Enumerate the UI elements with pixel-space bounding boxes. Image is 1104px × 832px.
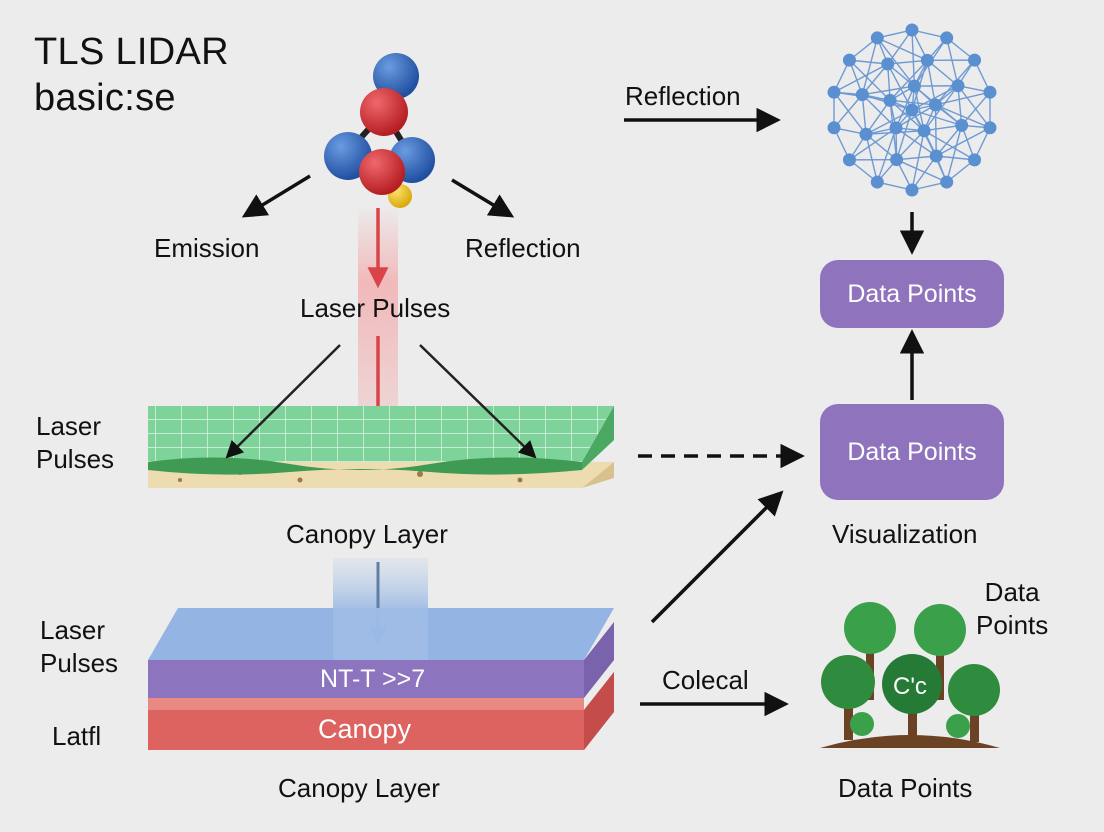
- title-line-2: basic:se: [34, 76, 176, 119]
- network-node: [905, 183, 919, 197]
- trees-icon: [820, 602, 1000, 748]
- network-edge: [889, 59, 928, 101]
- network-edge: [861, 63, 889, 96]
- network-node: [968, 53, 982, 67]
- reflection-label-top: Reflection: [625, 81, 741, 111]
- network-node: [955, 118, 969, 132]
- network-edge: [935, 124, 963, 157]
- blue-glow: [333, 558, 428, 610]
- network-node: [883, 93, 897, 107]
- network-node: [859, 127, 873, 141]
- network-edge: [957, 85, 963, 126]
- network-node: [890, 153, 904, 167]
- network-edge: [848, 59, 891, 101]
- network-node: [905, 23, 919, 37]
- canopy-layer-label-1: Canopy Layer: [286, 519, 448, 549]
- tree-label: C'c: [893, 673, 927, 700]
- diagram-title: TLS LIDAR basic:se: [34, 30, 229, 121]
- network-edge: [946, 125, 963, 183]
- network-node: [842, 53, 856, 67]
- layer-bottom-text: Canopy: [318, 714, 412, 744]
- network-edge: [865, 99, 891, 135]
- network-node: [827, 121, 841, 135]
- network-edge: [923, 130, 975, 161]
- network-edge: [833, 63, 889, 93]
- network-node: [842, 153, 856, 167]
- point-cloud-network-icon: [827, 23, 997, 197]
- network-edge: [861, 37, 878, 95]
- trees-data-points-label-top: Data Points: [976, 577, 1049, 640]
- network-edge: [865, 133, 898, 161]
- network-node: [870, 175, 884, 189]
- colecal-label: Colecal: [662, 665, 749, 695]
- network-edge: [911, 155, 937, 191]
- network-node: [827, 85, 841, 99]
- reflection-label-left: Reflection: [465, 233, 581, 263]
- network-node: [968, 153, 982, 167]
- network-edge: [957, 85, 991, 129]
- emission-label: Emission: [154, 233, 260, 263]
- network-node: [855, 88, 869, 102]
- network-node: [920, 53, 934, 67]
- network-node: [905, 103, 919, 117]
- network-node: [929, 149, 943, 163]
- molecule-icon: [324, 53, 435, 208]
- network-edge: [833, 91, 867, 135]
- network-edge: [926, 59, 959, 87]
- network-edge: [862, 85, 915, 96]
- network-edge: [876, 127, 897, 183]
- network-node: [917, 124, 931, 138]
- laser-pulses-side-label-2: Laser Pulses: [40, 615, 119, 678]
- network-edge: [889, 99, 936, 106]
- layer-top-text: NT-T >>7: [320, 665, 426, 693]
- network-node: [928, 98, 942, 112]
- network-node: [983, 121, 997, 135]
- network-edge: [896, 155, 937, 161]
- network-node: [881, 57, 895, 71]
- laser-pulses-label: Laser Pulses: [300, 293, 451, 323]
- canopy-slab: [148, 406, 614, 488]
- pulse-arrow-left: [225, 344, 341, 459]
- latfl-label: Latfl: [52, 721, 102, 751]
- network-edge: [861, 94, 867, 135]
- data-points-pill-middle: Data Points: [820, 404, 1004, 500]
- network-edge: [865, 109, 913, 135]
- network-edge: [911, 85, 959, 111]
- network-edge: [887, 59, 928, 65]
- network-edge: [926, 60, 937, 106]
- network-edge: [896, 130, 925, 161]
- network-edge: [946, 37, 959, 86]
- network-edge: [887, 29, 913, 65]
- network-edge: [911, 29, 916, 87]
- network-edge: [911, 130, 925, 191]
- network-edge: [865, 134, 878, 183]
- network-edge: [876, 37, 915, 87]
- layer-stack: [148, 608, 614, 750]
- network-edge: [935, 127, 991, 157]
- diagonal-arrow: [650, 490, 784, 624]
- reflection-arrow-left: [451, 178, 515, 218]
- network-node: [870, 31, 884, 45]
- network-node: [951, 79, 965, 93]
- network-edge: [896, 159, 947, 183]
- pulse-arrow-right: [419, 344, 537, 459]
- emission-arrow: [241, 174, 311, 218]
- network-node: [983, 85, 997, 99]
- visualization-label: Visualization: [832, 519, 978, 549]
- network-edge: [935, 104, 991, 129]
- network-node: [907, 79, 921, 93]
- network-node: [889, 121, 903, 135]
- network-node: [940, 175, 954, 189]
- network-edge: [934, 104, 937, 157]
- network-edge: [877, 37, 928, 61]
- trees-data-points-label-bottom: Data Points: [838, 773, 973, 803]
- network-edge: [861, 94, 897, 129]
- laser-pulses-side-label-1: Laser Pulses: [36, 411, 115, 474]
- network-node: [940, 31, 954, 45]
- title-line-1: TLS LIDAR: [34, 31, 229, 73]
- canopy-layer-label-2: Canopy Layer: [278, 773, 440, 803]
- data-points-pill-top: Data Points: [820, 260, 1004, 328]
